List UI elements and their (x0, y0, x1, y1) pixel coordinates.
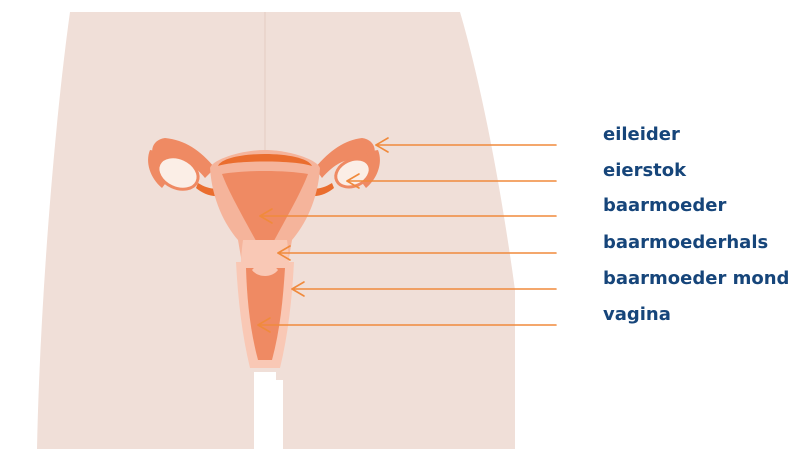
label-baarmoederhals: baarmoederhals (603, 232, 768, 254)
label-baarmoeder: baarmoeder (603, 195, 726, 217)
label-vagina: vagina (603, 304, 671, 326)
label-eierstok: eierstok (603, 160, 686, 182)
label-eileider: eileider (603, 124, 680, 146)
vaginal-opening (254, 372, 276, 449)
label-baarmoeder-mond: baarmoeder mond (603, 268, 789, 290)
